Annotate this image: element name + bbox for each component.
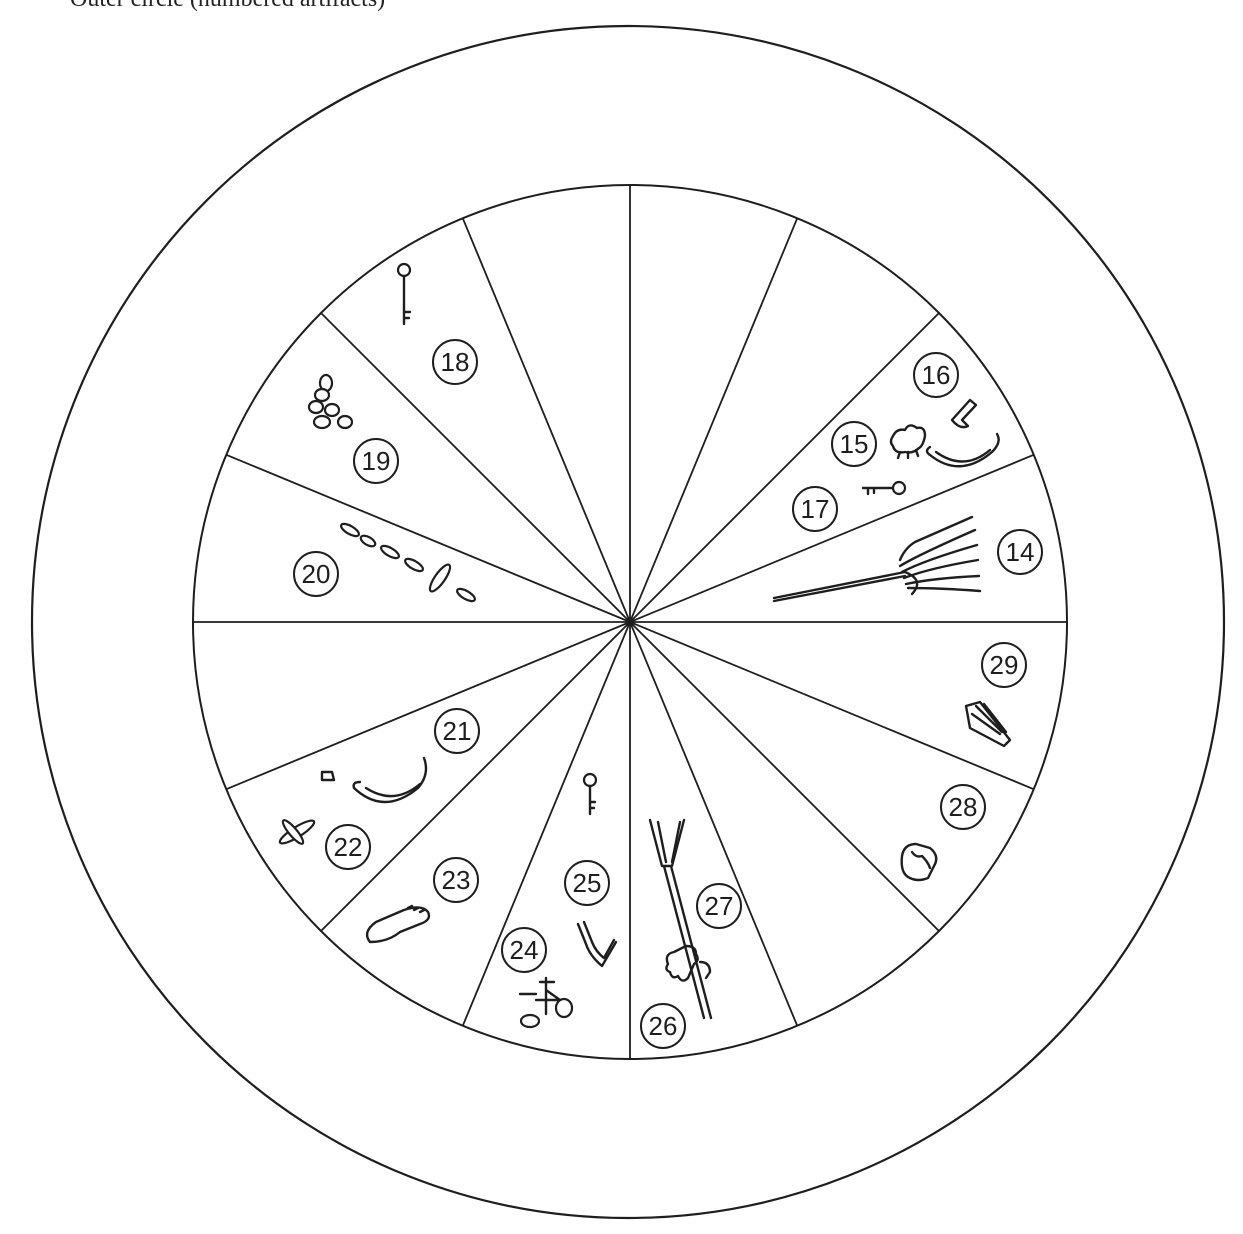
number-label-text: 24 xyxy=(510,935,539,965)
sector-divider xyxy=(630,622,797,1026)
number-label-text: 29 xyxy=(990,650,1019,680)
number-label-text: 18 xyxy=(441,347,470,377)
hook-icon xyxy=(927,400,999,466)
sector-divider xyxy=(630,622,1034,789)
number-label-14: 14 xyxy=(998,530,1042,574)
number-label-27: 27 xyxy=(697,884,741,928)
key-icon xyxy=(863,482,905,494)
number-label-19: 19 xyxy=(354,439,398,483)
number-label-20: 20 xyxy=(294,552,338,596)
scales-icon xyxy=(520,978,572,1027)
sector-spokes xyxy=(193,185,1067,1059)
chain-icon xyxy=(339,522,476,604)
number-label-text: 21 xyxy=(443,716,472,746)
number-label-15: 15 xyxy=(832,422,876,466)
sector-divider xyxy=(463,218,630,622)
fist-icon xyxy=(902,844,937,880)
number-label-text: 28 xyxy=(949,792,978,822)
number-label-25: 25 xyxy=(565,861,609,905)
number-label-16: 16 xyxy=(914,353,958,397)
number-label-28: 28 xyxy=(941,785,985,829)
number-label-text: 14 xyxy=(1006,537,1035,567)
number-label-text: 20 xyxy=(302,559,331,589)
sector-divider xyxy=(463,622,630,1026)
number-label-29: 29 xyxy=(982,643,1026,687)
sector-divider xyxy=(630,455,1034,622)
number-label-text: 22 xyxy=(334,832,363,862)
number-label-text: 19 xyxy=(362,446,391,476)
number-label-18: 18 xyxy=(433,340,477,384)
hand-icon xyxy=(966,702,1010,746)
number-label-text: 27 xyxy=(705,891,734,921)
cross-icon xyxy=(277,817,316,847)
number-label-17: 17 xyxy=(793,487,837,531)
bracket-icon xyxy=(578,922,616,966)
number-label-21: 21 xyxy=(435,709,479,753)
animal-icon xyxy=(666,946,710,981)
number-label-24: 24 xyxy=(502,928,546,972)
sector-divider xyxy=(226,455,630,622)
sickle-icon xyxy=(322,758,426,802)
number-label-text: 16 xyxy=(922,360,951,390)
beads-icon xyxy=(309,375,352,428)
number-label-text: 15 xyxy=(840,429,869,459)
number-label-26: 26 xyxy=(641,1004,685,1048)
foot-icon xyxy=(367,906,429,942)
number-label-22: 22 xyxy=(326,825,370,869)
sector-divider xyxy=(630,218,797,622)
key-icon xyxy=(584,774,596,814)
number-label-text: 26 xyxy=(649,1011,678,1041)
number-label-text: 25 xyxy=(573,868,602,898)
key-icon xyxy=(398,264,410,324)
number-label-text: 17 xyxy=(801,494,830,524)
hand-icon xyxy=(891,425,925,458)
number-label-23: 23 xyxy=(434,858,478,902)
number-label-text: 23 xyxy=(442,865,471,895)
sector-divider xyxy=(226,622,630,789)
